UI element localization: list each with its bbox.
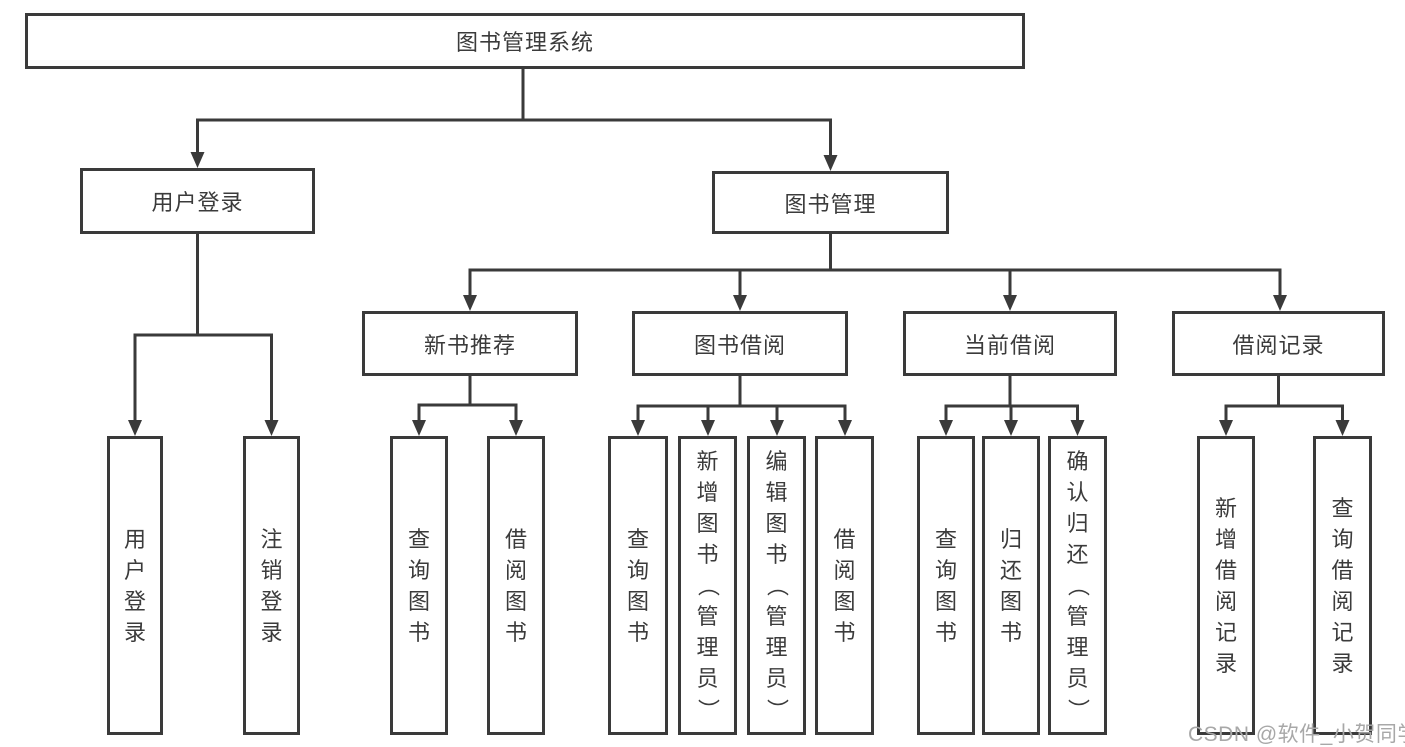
leaf-add-borrow-record: 新增借阅记录	[1197, 436, 1255, 735]
leaf-label: 新增借阅记录	[1214, 495, 1237, 676]
node-label: 借阅记录	[1232, 332, 1325, 358]
csdn-watermark: CSDN @软件_小贺同学	[1188, 723, 1405, 746]
node-borrow-records: 借阅记录	[1172, 311, 1385, 376]
leaf-label: 编辑图书（管理员）	[764, 449, 789, 721]
leaf-confirm-return-admin: 确认归还（管理员）	[1048, 436, 1107, 735]
leaf-label: 用户登录	[123, 526, 146, 645]
node-book-borrow: 图书借阅	[632, 311, 848, 376]
leaf-label: 查询图书	[407, 526, 430, 645]
leaf-query-books-borrow: 查询图书	[608, 436, 668, 735]
node-label: 图书管理系统	[455, 30, 594, 55]
leaf-query-borrow-record: 查询借阅记录	[1313, 436, 1372, 735]
leaf-label: 查询图书	[626, 526, 649, 645]
leaf-label: 借阅图书	[504, 526, 527, 645]
leaf-add-books-admin: 新增图书（管理员）	[678, 436, 737, 735]
node-label: 图书管理	[784, 191, 877, 217]
leaf-edit-books-admin: 编辑图书（管理员）	[747, 436, 806, 735]
node-label: 当前借阅	[963, 332, 1056, 358]
leaf-return-books: 归还图书	[982, 436, 1040, 735]
leaf-label: 确认归还（管理员）	[1065, 449, 1090, 721]
leaf-label: 借阅图书	[833, 526, 856, 645]
leaf-user-login: 用户登录	[107, 436, 163, 735]
node-book-management: 图书管理	[712, 171, 949, 234]
leaf-label: 查询图书	[934, 526, 957, 645]
node-label: 图书借阅	[693, 332, 786, 358]
leaf-query-books-current: 查询图书	[917, 436, 975, 735]
leaf-borrow-books-recommend: 借阅图书	[487, 436, 545, 735]
leaf-borrow-books: 借阅图书	[815, 436, 874, 735]
leaf-logout: 注销登录	[243, 436, 300, 735]
leaf-label: 查询借阅记录	[1331, 495, 1354, 676]
leaf-label: 新增图书（管理员）	[695, 449, 720, 721]
connector-strokes	[133, 69, 1344, 421]
node-user-login: 用户登录	[80, 168, 315, 234]
node-current-borrow: 当前借阅	[903, 311, 1117, 376]
node-library-management-system: 图书管理系统	[25, 13, 1025, 69]
node-label: 用户登录	[151, 190, 244, 215]
node-label: 新书推荐	[423, 332, 516, 358]
leaf-query-books-recommend: 查询图书	[390, 436, 448, 735]
leaf-label: 归还图书	[999, 526, 1022, 645]
arrowheads	[128, 152, 1350, 436]
node-new-book-recommend: 新书推荐	[362, 311, 578, 376]
leaf-label: 注销登录	[260, 526, 283, 645]
